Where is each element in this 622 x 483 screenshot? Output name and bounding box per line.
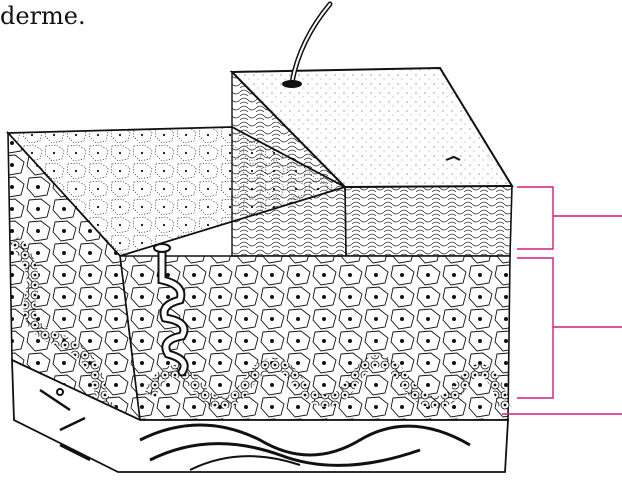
label-line-middle-layer [517,258,622,398]
raised-block-front [345,186,512,256]
label-line-upper-layer [517,187,622,249]
